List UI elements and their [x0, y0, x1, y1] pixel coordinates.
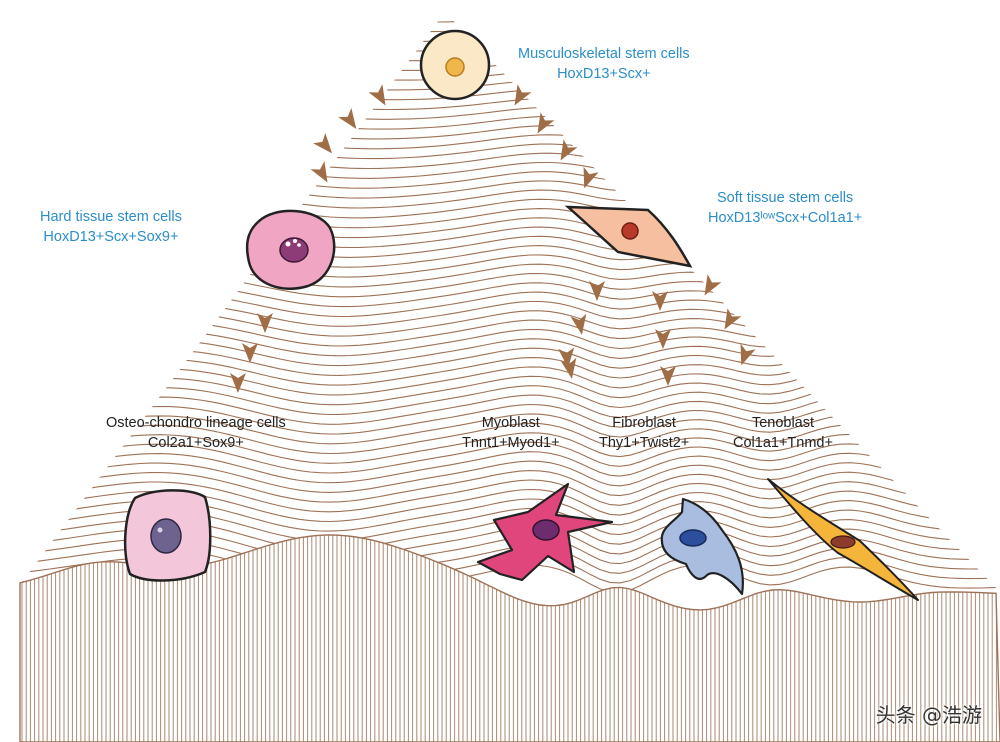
fibroblast-markers: Thy1+Twist2+ — [599, 435, 690, 451]
contour-line — [0, 134, 1000, 150]
arrowhead — [514, 84, 532, 106]
osteo-name: Osteo-chondro lineage cells — [106, 415, 286, 431]
contour-line — [0, 51, 1000, 62]
tenoblast-cell — [767, 478, 919, 601]
arrowhead — [230, 373, 246, 393]
contour-line — [0, 291, 1000, 318]
contour-line — [0, 375, 1000, 406]
contour-line — [0, 69, 1000, 81]
contour-line — [0, 41, 1000, 52]
myoblast-name: Myoblast — [481, 415, 540, 431]
myoblast-cell — [476, 482, 614, 582]
contour-line — [0, 125, 1000, 140]
contour-line — [0, 347, 1000, 376]
arrowhead — [652, 291, 668, 311]
contour-line — [0, 385, 1000, 416]
tenoblast-markers: Col1a1+Tnmd+ — [733, 435, 833, 451]
label-osteo-chondro-lineage: Osteo-chondro lineage cells Col2a1+Sox9+ — [106, 413, 286, 453]
arrowhead — [257, 313, 273, 333]
differentiation-arrows — [230, 84, 756, 393]
contour-line — [0, 470, 1000, 503]
contour-line — [0, 143, 1000, 160]
contour-line — [0, 245, 1000, 268]
label-hard-tissue-stem-cells: Hard tissue stem cells HoxD13+Scx+Sox9+ — [40, 207, 182, 247]
contour-line — [0, 171, 1000, 189]
arrowhead — [242, 343, 258, 363]
osteo-markers: Col2a1+Sox9+ — [147, 435, 244, 451]
musculoskeletal-stem-cell — [419, 29, 491, 101]
soft-tissue-name: Soft tissue stem cells — [716, 190, 854, 206]
soft-tissue-markers: HoxD13ˡᵒʷScx+Col1a1+ — [708, 210, 863, 226]
contour-line — [0, 479, 1000, 513]
label-myoblast: Myoblast Tnnt1+Myod1+ — [462, 413, 560, 453]
arrowhead — [338, 108, 357, 130]
contour-line — [0, 23, 1000, 33]
osteo-chondro-lineage-cell — [123, 489, 212, 582]
arrowhead — [570, 313, 587, 335]
arrowhead — [740, 343, 756, 366]
contour-line — [0, 88, 1000, 101]
contour-line — [0, 460, 1000, 493]
fibroblast-name: Fibroblast — [612, 415, 676, 431]
arrowhead — [655, 329, 671, 349]
arrowhead — [313, 132, 333, 154]
musculoskeletal-markers: HoxD13+Scx+ — [557, 66, 651, 82]
contour-line — [0, 161, 1000, 179]
fibroblast-cell — [660, 497, 744, 596]
tenoblast-name: Tenoblast — [751, 415, 815, 431]
contour-line — [0, 422, 1000, 455]
arrowhead — [589, 281, 605, 301]
arrowhead — [537, 112, 555, 134]
musculoskeletal-name: Musculoskeletal stem cells — [518, 46, 690, 62]
arrowhead — [660, 366, 676, 386]
contour-line — [0, 60, 1000, 71]
hard-tissue-name: Hard tissue stem cells — [40, 209, 182, 225]
contour-line — [0, 451, 1000, 484]
label-musculoskeletal-stem-cells: Musculoskeletal stem cells HoxD13+Scx+ — [518, 44, 690, 84]
label-tenoblast: Tenoblast Col1a1+Tnmd+ — [733, 413, 833, 453]
arrowhead — [560, 357, 577, 379]
label-fibroblast: Fibroblast Thy1+Twist2+ — [599, 413, 689, 453]
contour-line — [0, 357, 1000, 386]
contour-line — [0, 97, 1000, 111]
contour-line — [0, 106, 1000, 120]
arrowhead — [560, 139, 578, 161]
myoblast-markers: Tnnt1+Myod1+ — [462, 435, 560, 451]
hard-tissue-stem-cell — [245, 209, 336, 290]
contour-line — [0, 263, 1000, 288]
contour-line — [0, 441, 1000, 474]
contour-line — [0, 32, 1000, 42]
watermark-text: 头条 @浩游 — [875, 703, 982, 727]
contour-line — [0, 282, 1000, 308]
contour-line — [0, 338, 1000, 367]
contour-line — [0, 13, 1000, 23]
contour-line — [0, 79, 1000, 91]
arrowhead — [583, 166, 599, 189]
arrowhead — [558, 347, 575, 368]
arrowhead — [310, 161, 328, 183]
contour-line — [0, 115, 1000, 130]
arrowhead — [704, 274, 722, 296]
contour-line — [0, 272, 1000, 298]
contour-line — [0, 432, 1000, 464]
contour-line — [0, 254, 1000, 278]
label-soft-tissue-stem-cells: Soft tissue stem cells HoxD13ˡᵒʷScx+Col1… — [708, 188, 862, 228]
landscape-ground-block — [19, 534, 1000, 742]
hard-tissue-markers: HoxD13+Scx+Sox9+ — [43, 229, 179, 245]
contour-line — [0, 366, 1000, 396]
arrowhead — [368, 84, 386, 106]
soft-tissue-stem-cell — [564, 205, 693, 268]
arrowhead — [724, 308, 742, 330]
